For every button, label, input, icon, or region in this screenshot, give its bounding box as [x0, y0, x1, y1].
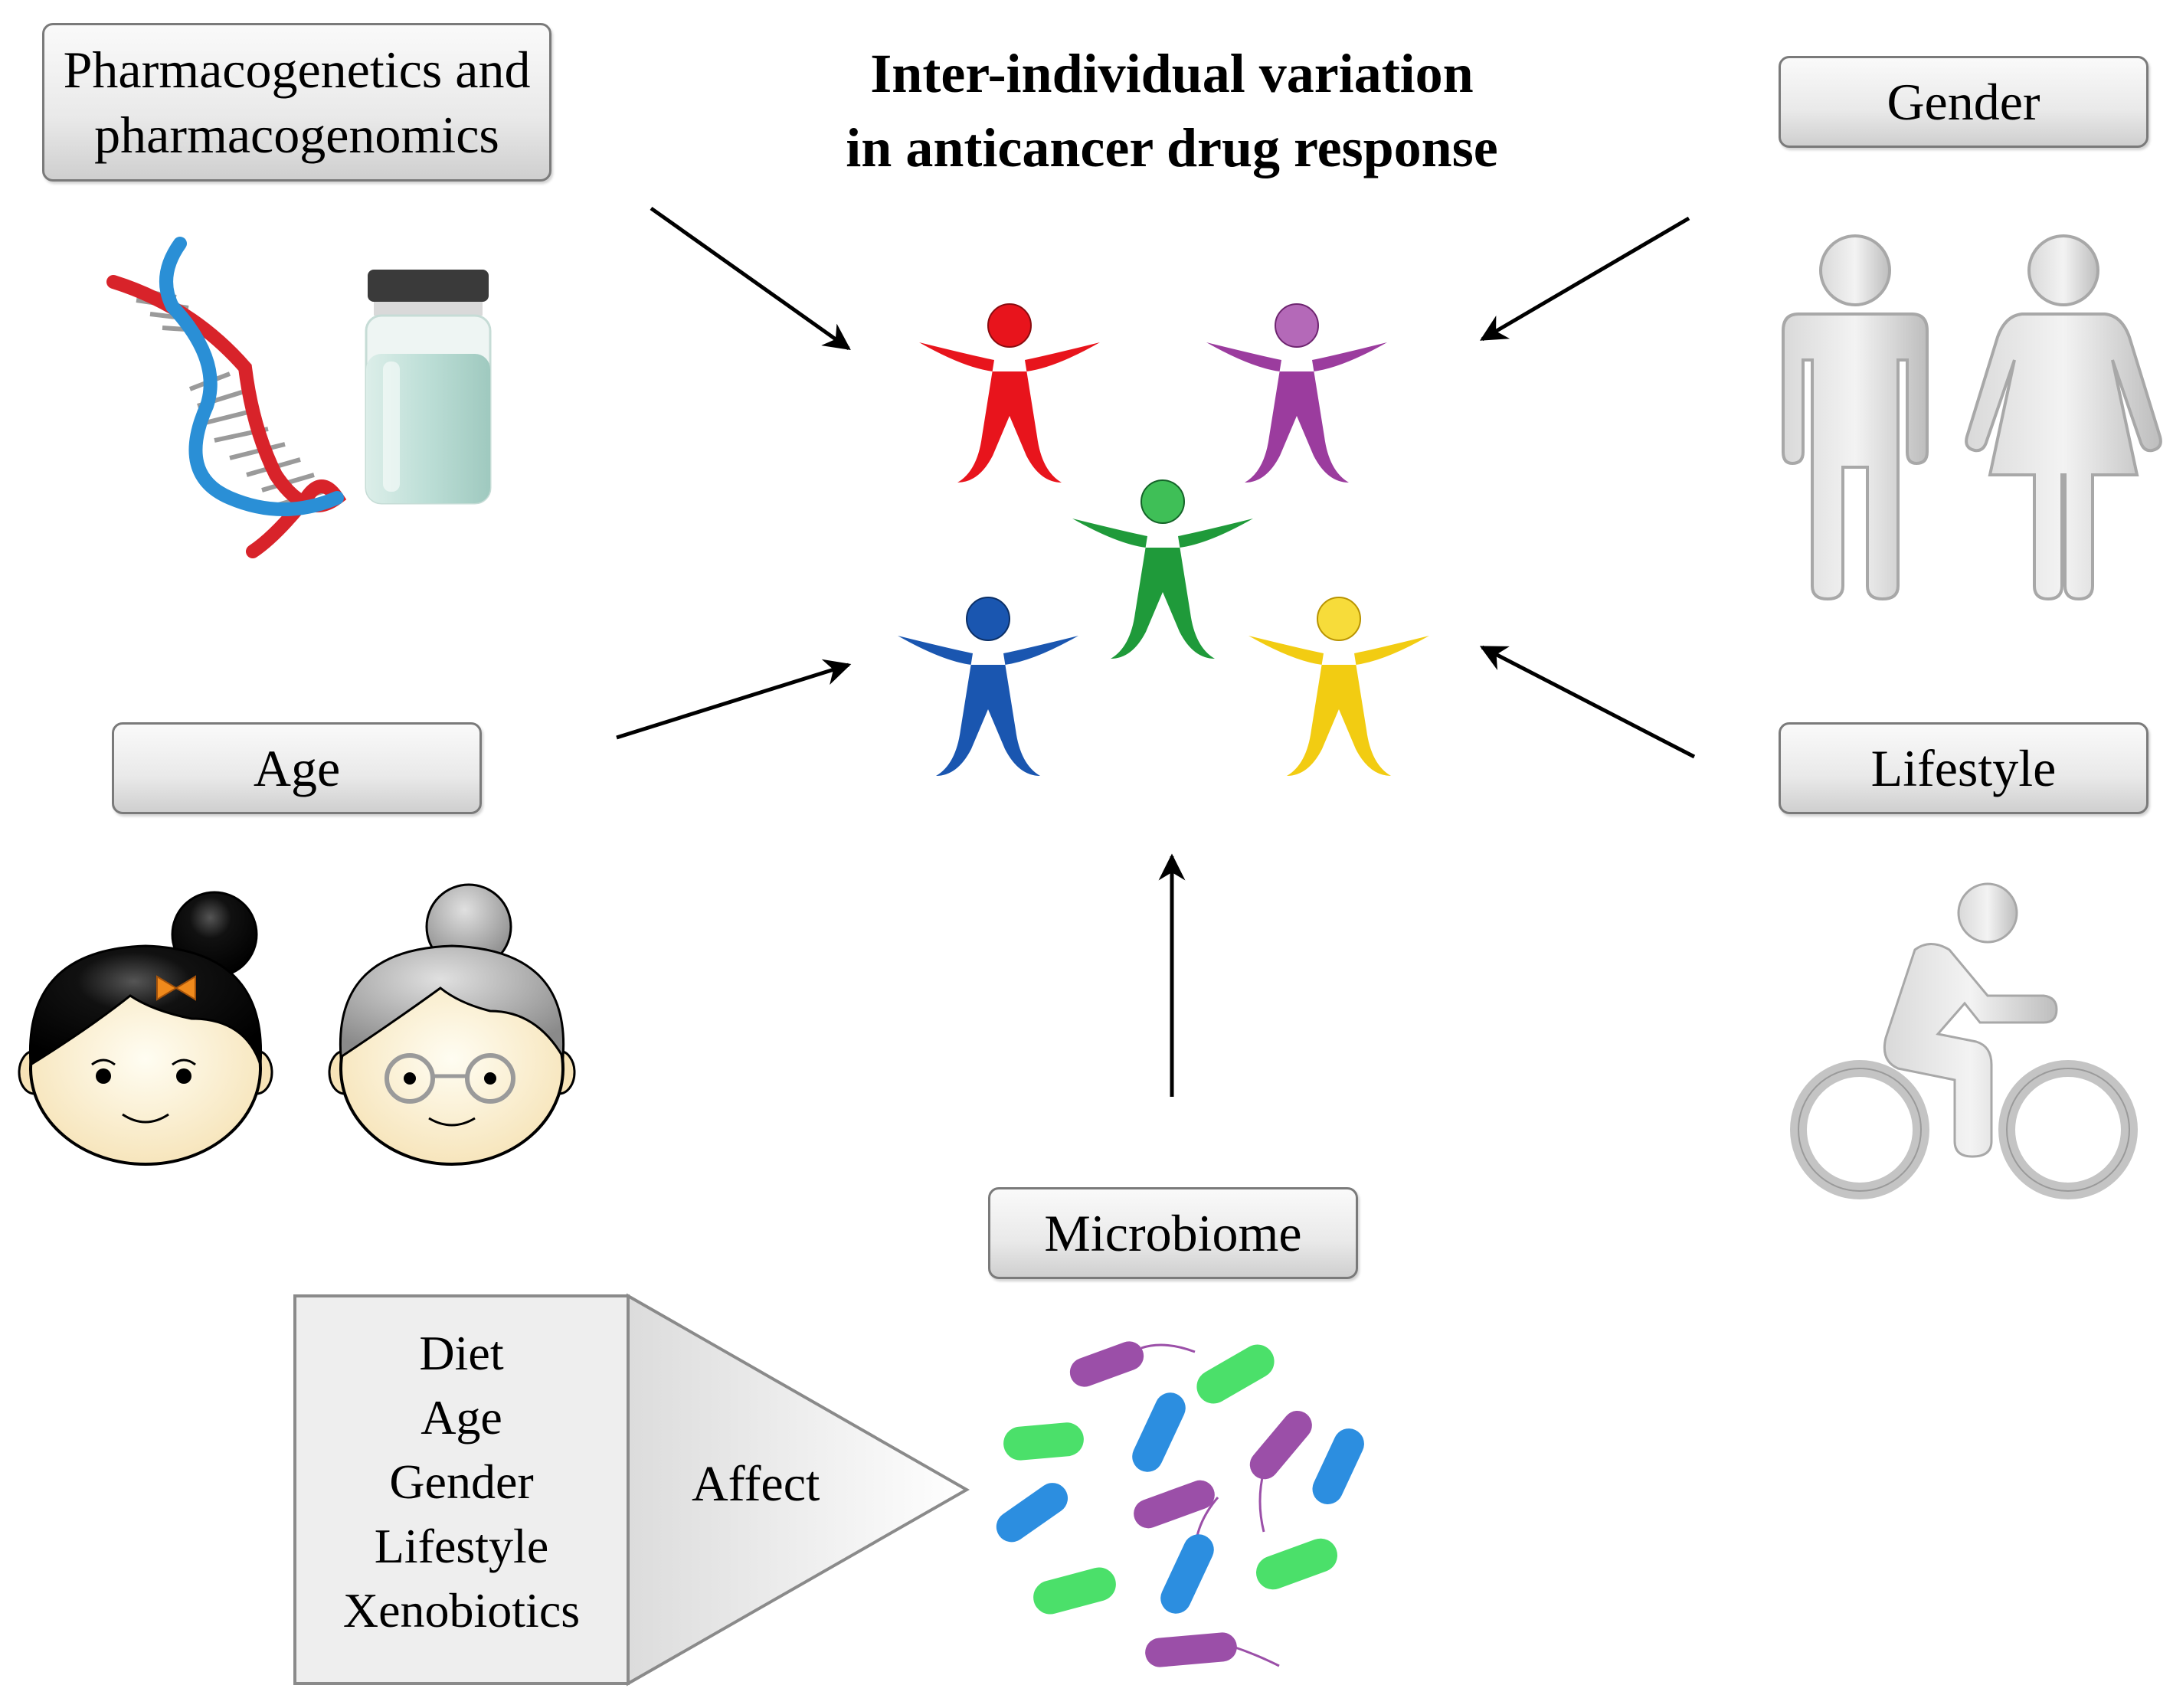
- dna-icon: [106, 237, 347, 558]
- lifestyle-label: Lifestyle: [1870, 738, 2057, 797]
- microbiome-box: Microbiome: [988, 1187, 1358, 1279]
- female-icon: [1965, 234, 2162, 601]
- title-line-1: Inter-individual variation: [870, 43, 1474, 104]
- person-purple-icon: [1206, 303, 1387, 483]
- age-label: Age: [253, 738, 341, 797]
- pharmacogenetics-label-line-1: Pharmacogenetics and: [63, 40, 531, 99]
- person-red-icon: [919, 303, 1100, 483]
- microbiome-influences-list: Diet Age Gender Lifestyle Xenobiotics: [295, 1321, 628, 1643]
- lifestyle-box: Lifestyle: [1779, 722, 2148, 814]
- age-box: Age: [112, 722, 482, 814]
- girl-face-icon: [18, 891, 273, 1166]
- microbiome-influences-box: [293, 1294, 630, 1685]
- gender-label: Gender: [1887, 72, 2040, 131]
- vial-icon: [365, 270, 492, 505]
- title-line-2: in anticancer drug response: [846, 117, 1498, 179]
- grandmother-face-icon: [328, 883, 576, 1166]
- arrow-from-lifestyle: [1479, 645, 1696, 759]
- cyclist-icon: [1790, 882, 2138, 1199]
- gender-box: Gender: [1779, 56, 2148, 148]
- pharmacogenetics-label-line-2: pharmacogenomics: [94, 105, 499, 164]
- influence-item: Diet: [419, 1326, 504, 1380]
- person-yellow-icon: [1248, 597, 1429, 776]
- arrow-from-gender: [1479, 216, 1690, 342]
- diagram-title: Inter-individual variation in anticancer…: [751, 37, 1593, 185]
- arrow-from-age: [616, 659, 852, 740]
- bacteria-icon: [996, 1341, 1364, 1667]
- pharmacogenetics-box: Pharmacogenetics and pharmacogenomics: [42, 23, 551, 182]
- person-green-icon: [1072, 479, 1253, 659]
- influence-item: Lifestyle: [374, 1519, 549, 1573]
- influence-item: Xenobiotics: [342, 1583, 581, 1638]
- male-icon: [1782, 234, 1929, 601]
- influence-item: Age: [421, 1390, 502, 1445]
- person-blue-icon: [898, 597, 1078, 776]
- arrow-from-pharmacogenetics: [650, 206, 851, 351]
- affect-label: Affect: [692, 1456, 820, 1512]
- influence-item: Gender: [389, 1454, 534, 1509]
- microbiome-label: Microbiome: [1044, 1203, 1302, 1262]
